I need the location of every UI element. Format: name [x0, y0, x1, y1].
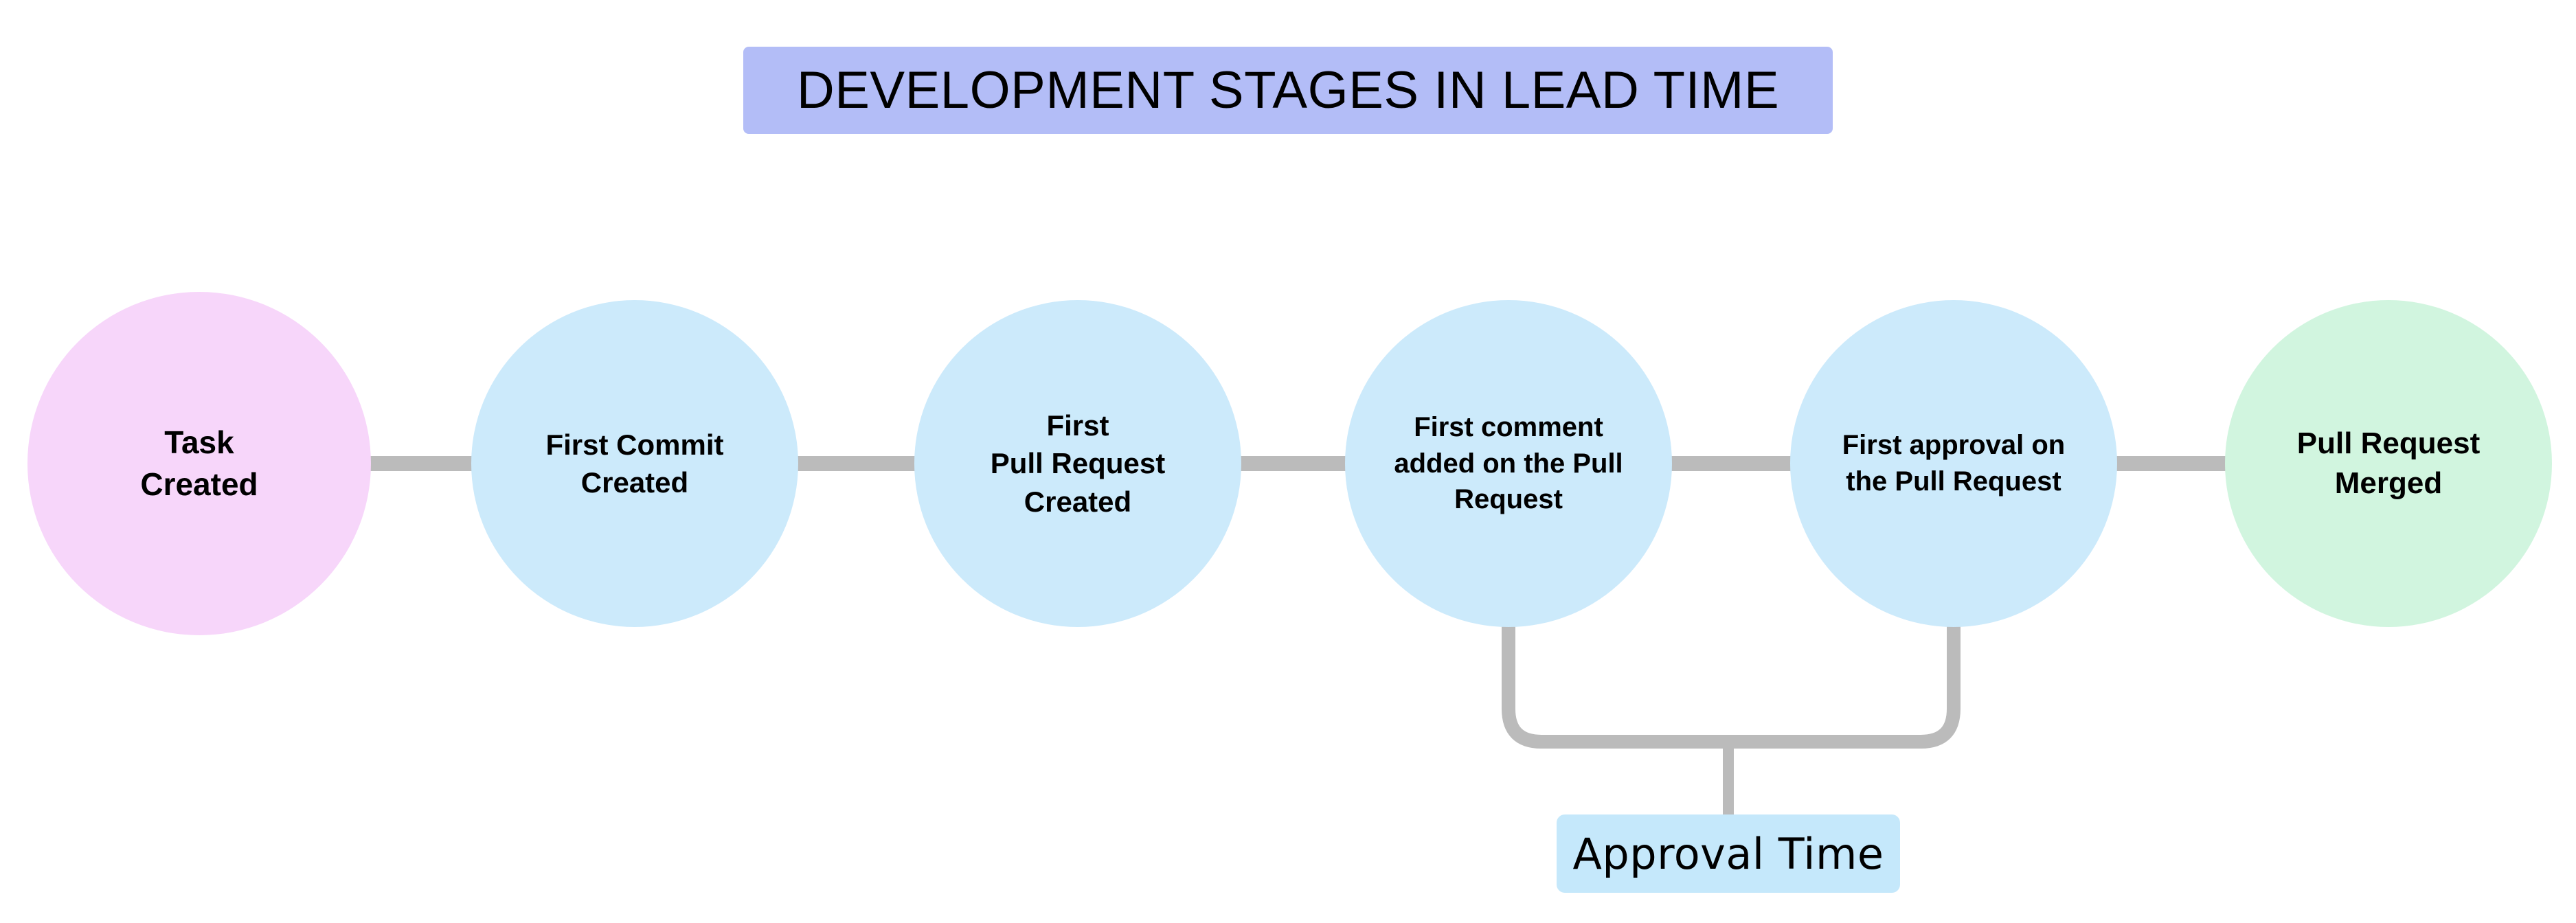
connector-task-to-commit — [368, 456, 474, 471]
stage-node-label: First Pull Request Created — [990, 409, 1166, 518]
stage-node-first-comment-added[interactable]: First comment added on the Pull Request — [1345, 300, 1672, 627]
approval-time-label: Approval Time — [1572, 828, 1884, 879]
diagram-title-banner: DEVELOPMENT STAGES IN LEAD TIME — [743, 47, 1833, 134]
connector-lines — [368, 456, 2228, 471]
stage-node-first-pull-request-created[interactable]: First Pull Request Created — [914, 300, 1241, 627]
stage-node-label: Task Created — [140, 424, 258, 502]
stage-node-label: First comment added on the Pull Request — [1394, 411, 1623, 515]
stage-node-pull-request-merged[interactable]: Pull Request Merged — [2225, 300, 2552, 627]
stage-node-label: First Commit Created — [545, 428, 724, 499]
connector-pr-to-comment — [1240, 456, 1348, 471]
connector-approval-to-merged — [2114, 456, 2228, 471]
page-title: DEVELOPMENT STAGES IN LEAD TIME — [796, 61, 1780, 119]
connector-commit-to-pr — [797, 456, 917, 471]
connector-comment-to-approval — [1669, 456, 1793, 471]
stage-node-first-approval[interactable]: First approval on the Pull Request — [1790, 300, 2117, 627]
stage-node-label: First approval on the Pull Request — [1842, 430, 2066, 497]
bracket-path — [1502, 625, 1961, 749]
approval-time-callout: Approval Time — [1557, 814, 1900, 893]
stage-node-label: Pull Request Merged — [2296, 426, 2481, 500]
stage-node-task-created[interactable]: Task Created — [27, 292, 371, 635]
approval-time-bracket — [1502, 625, 1961, 814]
stage-node-first-commit-created[interactable]: First Commit Created — [471, 300, 798, 627]
bracket-drop-stem — [1723, 742, 1734, 814]
